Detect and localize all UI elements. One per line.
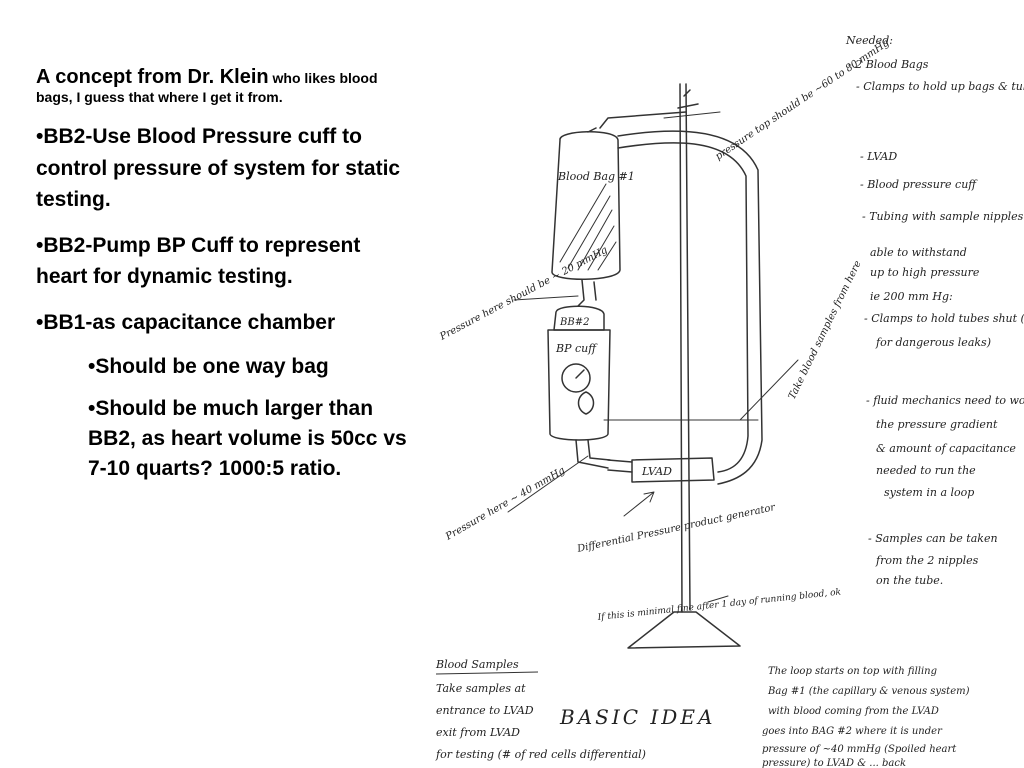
hanger-bb1 — [587, 111, 687, 133]
bullet-capacitance: •BB1-as capacitance chamber — [36, 310, 336, 334]
needed-line: the pressure gradient — [876, 418, 998, 431]
needed-line: for dangerous leaks) — [875, 336, 991, 349]
label-blood-bag-1: Blood Bag #1 — [557, 170, 635, 183]
needed-line: - Clamps to hold up bags & tubing — [856, 80, 1024, 93]
sketch-title: BASIC IDEA — [559, 705, 715, 729]
label-if-minimal: If this is minimal fine after 1 day of r… — [596, 587, 841, 623]
iv-pole — [679, 83, 691, 613]
leader-tubing-top — [663, 111, 721, 119]
lvad-left-tube — [607, 459, 633, 473]
label-lvad: LVAD — [641, 465, 672, 478]
bag-connector — [577, 279, 597, 307]
leader-take-samples — [739, 359, 799, 421]
label-pressure-bottom: Pressure here ~ 40 mmHg — [443, 465, 567, 543]
text-panel: A concept from Dr. Klein who likes blood… — [36, 66, 416, 496]
loop-note: The loop starts on top with filling Bag … — [762, 666, 970, 768]
label-take-samples: Take blood samples from here — [787, 259, 864, 401]
needed-line: - Tubing with sample nipples (Y) — [862, 210, 1024, 223]
loop-line: The loop starts on top with filling — [768, 666, 937, 677]
needed-list: Needed: - 2 Blood Bags - Clamps to hold … — [845, 34, 1024, 587]
samples-underline — [435, 671, 539, 675]
loop-line: Bag #1 (the capillary & venous system) — [767, 686, 970, 697]
needed-line: - fluid mechanics need to work up — [866, 394, 1024, 407]
bp-gauge-needle — [575, 369, 585, 379]
intro-text: A concept from Dr. Klein who likes blood… — [36, 66, 416, 107]
lower-tubing-left — [575, 439, 611, 469]
bp-gauge — [561, 363, 591, 393]
intro-large: A concept from Dr. Klein — [36, 66, 269, 88]
needed-line: system in a loop — [884, 486, 974, 499]
bullet-bp-cuff-static: •BB2-Use Blood Pressure cuff to control … — [36, 125, 401, 212]
label-bp-cuff: BP cuff — [555, 342, 598, 355]
label-diff-pressure: Differential Pressure product generator — [575, 502, 777, 555]
samples-line: entrance to LVAD — [436, 704, 534, 717]
intro-small: who likes blood bags, I guess that where… — [36, 70, 378, 105]
loop-line: goes into BAG #2 where it is under — [762, 726, 943, 737]
needed-line: & amount of capacitance — [876, 442, 1016, 455]
blood-bag-1-hatching — [559, 183, 617, 271]
bb2-outline — [553, 305, 605, 331]
needed-line: - Clamps to hold tubes shut (with — [864, 312, 1024, 325]
bp-cuff-outline — [547, 329, 611, 441]
needed-line: - Samples can be taken — [868, 532, 998, 545]
bp-bulb — [577, 391, 595, 415]
leader-if-minimal — [707, 595, 729, 603]
pole-base — [627, 611, 741, 649]
needed-line: up to high pressure — [870, 266, 980, 279]
needed-line: - 2 Blood Bags — [848, 58, 929, 71]
loop-line: pressure) to LVAD & ... back — [762, 758, 906, 768]
needed-line: needed to run the — [876, 464, 976, 477]
samples-line: for testing (# of red cells differential… — [435, 748, 646, 761]
hand-sketch: Blood Bag #1 BB#2 BP cuff LVAD Pressure … — [435, 34, 1024, 768]
samples-line: Blood Samples — [435, 658, 519, 671]
bullet-pump-dynamic: •BB2-Pump BP Cuff to represent heart for… — [36, 233, 361, 289]
loop-line: with blood coming from the LVAD — [768, 706, 939, 717]
label-tubing-top: pressure top should be ~60 to 80 mmHg — [714, 38, 892, 163]
needed-line: - LVAD — [860, 150, 897, 163]
label-bb2: BB#2 — [559, 317, 589, 328]
sub-bullet-one-way: •Should be one way bag — [88, 355, 329, 379]
needed-line: - Blood pressure cuff — [860, 178, 978, 191]
samples-note: Blood Samples Take samples at entrance t… — [435, 658, 646, 761]
samples-line: Take samples at — [436, 682, 526, 695]
leader-pressure-bottom — [507, 455, 589, 513]
needed-line: able to withstand — [870, 246, 967, 259]
needed-line: on the tube. — [876, 574, 943, 587]
blood-bag-1-outline — [551, 131, 621, 280]
lvad-body — [631, 457, 715, 483]
loop-line: pressure of ~40 mmHg (Spoiled heart — [762, 744, 957, 755]
needed-line: Needed: — [845, 34, 893, 47]
pole-hook — [677, 89, 699, 109]
samples-line: exit from LVAD — [436, 726, 520, 739]
leader-diff-pressure — [623, 491, 655, 517]
needed-line: ie 200 mm Hg: — [870, 290, 953, 303]
sub-bullet-larger: •Should be much larger than BB2, as hear… — [88, 397, 407, 481]
top-tubing-inner — [617, 142, 749, 473]
leader-pressure-top — [513, 295, 579, 301]
top-tubing — [617, 130, 763, 485]
needed-line: from the 2 nipples — [875, 554, 979, 567]
